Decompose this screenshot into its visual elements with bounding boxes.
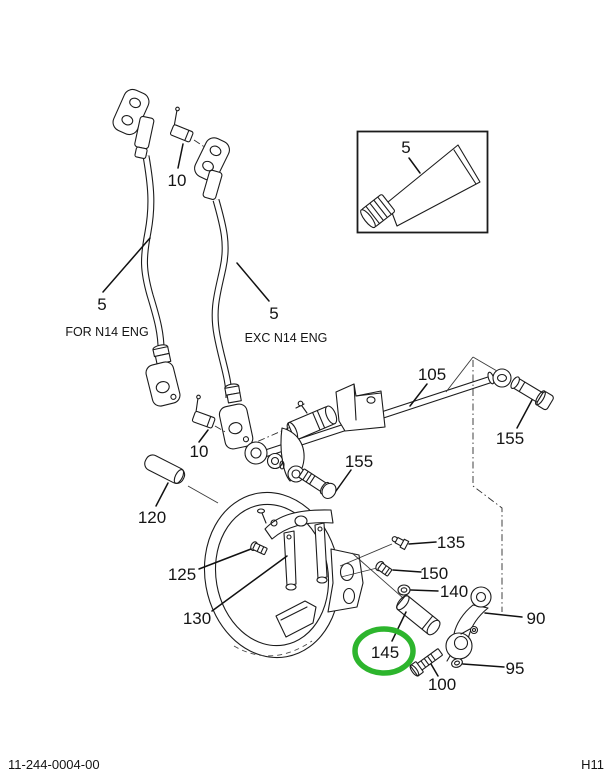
callout-155-right[interactable]: 155 xyxy=(496,399,533,448)
callout-label[interactable]: 5 xyxy=(401,138,410,157)
part-grease-tube xyxy=(360,144,481,229)
callout-105[interactable]: 105 xyxy=(409,365,446,407)
callout-10-upper[interactable]: 10 xyxy=(168,143,187,190)
callout-100[interactable]: 100 xyxy=(428,663,456,694)
part-grease-fitting-135 xyxy=(391,536,410,551)
callout-label[interactable]: 155 xyxy=(496,429,524,448)
footer-document-number: 11-244-0004-00 xyxy=(8,757,100,772)
callout-10-lower[interactable]: 10 xyxy=(190,429,209,461)
callout-155-center[interactable]: 155 xyxy=(335,452,373,492)
callout-150[interactable]: 150 xyxy=(392,564,448,583)
callout-label[interactable]: 140 xyxy=(440,582,468,601)
highlight-ellipse-145 xyxy=(352,626,416,676)
footer-page-code: H11 xyxy=(581,757,604,772)
callout-label[interactable]: 90 xyxy=(527,609,546,628)
callout-145[interactable]: 145 xyxy=(352,611,416,676)
part-bolt-100 xyxy=(409,648,443,677)
caption-exc-n14-eng: EXC N14 ENG xyxy=(245,331,328,345)
callout-label[interactable]: 150 xyxy=(420,564,448,583)
callout-label[interactable]: 125 xyxy=(168,565,196,584)
callout-label[interactable]: 10 xyxy=(190,442,209,461)
part-bolt-155-right xyxy=(510,376,554,411)
callout-130[interactable]: 130 xyxy=(183,555,288,628)
part-screw-125 xyxy=(250,541,268,556)
callout-90[interactable]: 90 xyxy=(484,609,546,628)
grease-fitting-icon xyxy=(295,400,308,414)
callout-label[interactable]: 10 xyxy=(168,171,187,190)
caption-for-n14-eng: FOR N14 ENG xyxy=(65,325,148,339)
callout-label[interactable]: 130 xyxy=(183,609,211,628)
part-pin-145 xyxy=(396,595,441,636)
part-mounting-bracket xyxy=(335,383,386,432)
callout-label[interactable]: 100 xyxy=(428,675,456,694)
part-grease-tube-box xyxy=(356,130,489,234)
callout-label[interactable]: 5 xyxy=(269,304,278,323)
callout-95[interactable]: 95 xyxy=(462,659,525,678)
callout-5-exc-n14[interactable]: 5 xyxy=(236,262,279,323)
centerline xyxy=(445,356,503,612)
part-cross-shaft xyxy=(244,400,338,483)
part-push-rod-exc-n14 xyxy=(194,137,254,450)
part-bolt-155-center xyxy=(298,468,337,500)
callout-label[interactable]: 5 xyxy=(97,295,106,314)
callout-5-for-n14[interactable]: 5 xyxy=(97,237,151,314)
callout-120[interactable]: 120 xyxy=(138,482,169,527)
part-clevis-pin-upper xyxy=(169,106,207,149)
part-clutch-housing xyxy=(203,491,364,659)
callout-label[interactable]: 155 xyxy=(345,452,373,471)
callout-5-tube[interactable]: 5 xyxy=(401,138,421,174)
part-release-fork-130 xyxy=(256,508,334,591)
callout-label[interactable]: 120 xyxy=(138,508,166,527)
callout-125[interactable]: 125 xyxy=(168,548,252,584)
part-pin-120 xyxy=(144,454,219,504)
callout-140[interactable]: 140 xyxy=(410,582,468,601)
part-release-lever-90 xyxy=(445,586,492,662)
part-nut-140 xyxy=(397,584,411,596)
part-screw-150 xyxy=(375,561,393,577)
part-nut-95 xyxy=(451,658,463,668)
callout-label[interactable]: 145 xyxy=(371,643,399,662)
part-clevis-pin-lower xyxy=(191,394,228,434)
part-push-rod-for-n14 xyxy=(112,88,181,407)
callout-135[interactable]: 135 xyxy=(408,533,465,552)
callout-label[interactable]: 105 xyxy=(418,365,446,384)
callout-label[interactable]: 95 xyxy=(506,659,525,678)
callout-label[interactable]: 135 xyxy=(437,533,465,552)
